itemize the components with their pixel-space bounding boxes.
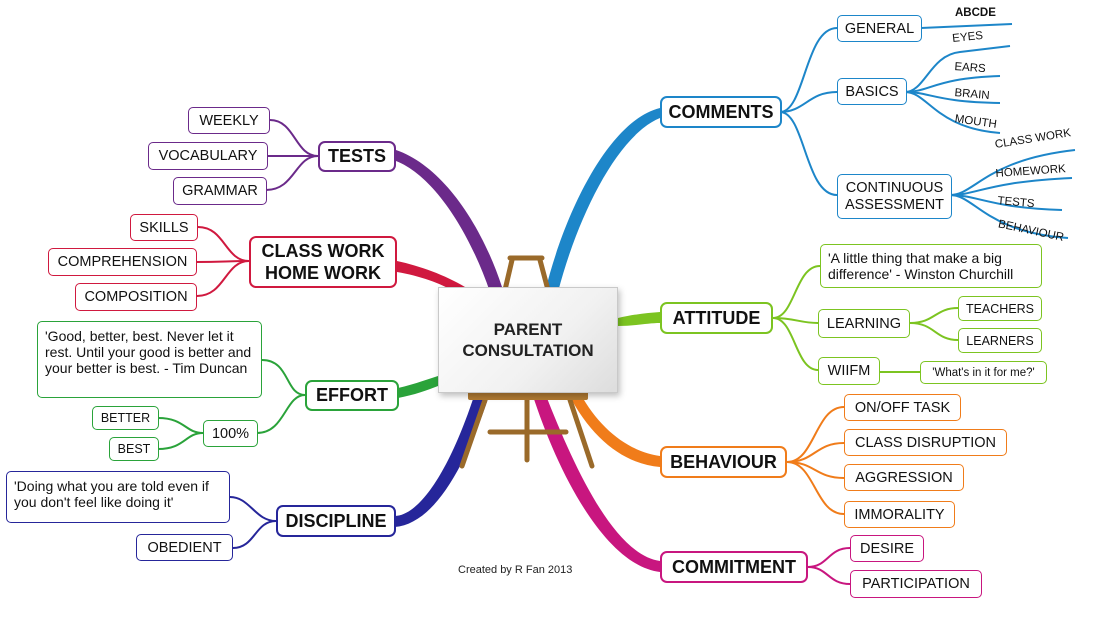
branch-commitment-connector	[532, 393, 660, 572]
effort-quote[interactable]: 'Good, better, best. Never let it rest. …	[37, 321, 262, 398]
branch-comments-connector	[545, 108, 660, 292]
commitment-item-desire[interactable]: DESIRE	[850, 535, 924, 562]
classwork-item-comprehension[interactable]: COMPREHENSION	[48, 248, 197, 276]
commitment-item-participation[interactable]: PARTICIPATION	[850, 570, 982, 598]
branch-behaviour-connector	[568, 393, 660, 467]
easel-illustration	[459, 255, 595, 469]
subtopic-basics[interactable]: BASICS	[837, 78, 907, 105]
behaviour-item-immorality[interactable]: IMMORALITY	[844, 501, 955, 528]
attitude-quote[interactable]: 'A little thing that make a big differen…	[820, 244, 1042, 288]
topic-behaviour[interactable]: BEHAVIOUR	[660, 446, 787, 478]
topic-effort[interactable]: EFFORT	[305, 380, 399, 411]
discipline-item-obedient[interactable]: OBEDIENT	[136, 534, 233, 561]
subtopic-wiifm[interactable]: WIIFM	[818, 357, 880, 385]
tests-item-vocabulary[interactable]: VOCABULARY	[148, 142, 268, 170]
classwork-item-composition[interactable]: COMPOSITION	[75, 283, 197, 311]
subtopic-general[interactable]: GENERAL	[837, 15, 922, 42]
branch-classwork-connector	[397, 261, 465, 292]
branch-discipline-connector	[395, 393, 490, 527]
topic-classwork-homework[interactable]: CLASS WORK HOME WORK	[249, 236, 397, 288]
tests-item-weekly[interactable]: WEEKLY	[188, 107, 270, 134]
branch-tests-connector	[396, 150, 502, 292]
topic-tests[interactable]: TESTS	[318, 141, 396, 172]
tests-item-grammar[interactable]: GRAMMAR	[173, 177, 267, 205]
behaviour-item-class-disruption[interactable]: CLASS DISRUPTION	[844, 429, 1007, 456]
wiifm-detail[interactable]: 'What's in it for me?'	[920, 361, 1047, 384]
classwork-item-skills[interactable]: SKILLS	[130, 214, 198, 241]
leaf-better[interactable]: BETTER	[92, 406, 159, 430]
leaf-learners[interactable]: LEARNERS	[958, 328, 1042, 353]
behaviour-item-on-off-task[interactable]: ON/OFF TASK	[844, 394, 961, 421]
central-topic[interactable]: PARENT CONSULTATION	[438, 287, 618, 393]
leaf-ears[interactable]: EARS	[954, 61, 987, 76]
leaf-abcde[interactable]: ABCDE	[955, 7, 996, 19]
topic-attitude[interactable]: ATTITUDE	[660, 302, 773, 334]
branch-attitude-connector	[618, 312, 660, 326]
easel-tray	[468, 391, 588, 400]
branch-effort-connector	[398, 376, 438, 398]
topic-commitment[interactable]: COMMITMENT	[660, 551, 808, 583]
discipline-quote[interactable]: 'Doing what you are told even if you don…	[6, 471, 230, 523]
leaf-teachers[interactable]: TEACHERS	[958, 296, 1042, 321]
subtopic-continuous-assessment[interactable]: CONTINUOUS ASSESSMENT	[837, 174, 952, 219]
subtopic-hundred-percent[interactable]: 100%	[203, 420, 258, 447]
credit-text: Created by R Fan 2013	[458, 564, 573, 576]
behaviour-item-aggression[interactable]: AGGRESSION	[844, 464, 964, 491]
topic-discipline[interactable]: DISCIPLINE	[276, 505, 396, 537]
leaf-best[interactable]: BEST	[109, 437, 159, 461]
topic-comments[interactable]: COMMENTS	[660, 96, 782, 128]
subtopic-learning[interactable]: LEARNING	[818, 309, 910, 338]
